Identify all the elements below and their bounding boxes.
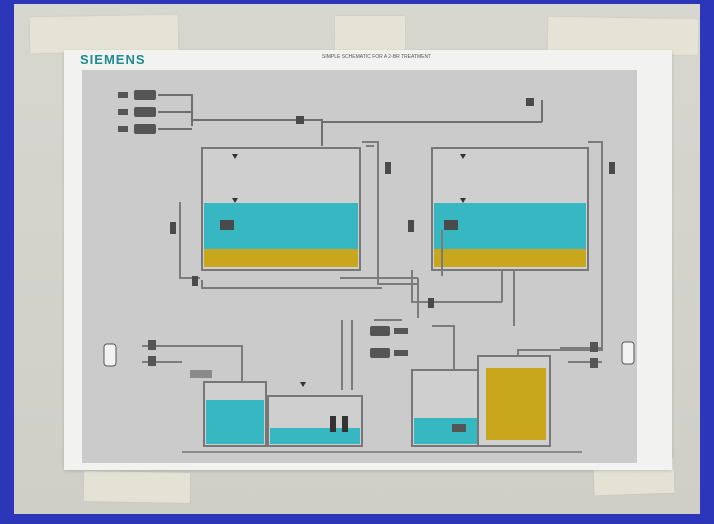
tank-left xyxy=(201,147,361,271)
tape-bottom-left xyxy=(83,471,191,503)
poster-title: SIMPLE SCHEMATIC FOR A 2-BR TREATMENT xyxy=(322,54,432,60)
tanks-bottom-right xyxy=(411,355,551,447)
process-diagram xyxy=(82,70,637,463)
valves xyxy=(170,98,615,308)
blower-group-center xyxy=(370,326,408,358)
chemical-feed-right xyxy=(590,341,635,368)
process-diagram-svg xyxy=(103,90,635,453)
blower-group-top-left xyxy=(118,90,156,134)
siemens-logo: SIEMENS xyxy=(80,52,146,67)
tape-top-center xyxy=(335,16,405,52)
air-header-pipes xyxy=(158,94,543,146)
chemical-feed-left xyxy=(103,340,156,367)
tanks-bottom-left xyxy=(190,370,363,447)
tank-right xyxy=(431,147,589,271)
tape-top-left xyxy=(29,14,179,54)
